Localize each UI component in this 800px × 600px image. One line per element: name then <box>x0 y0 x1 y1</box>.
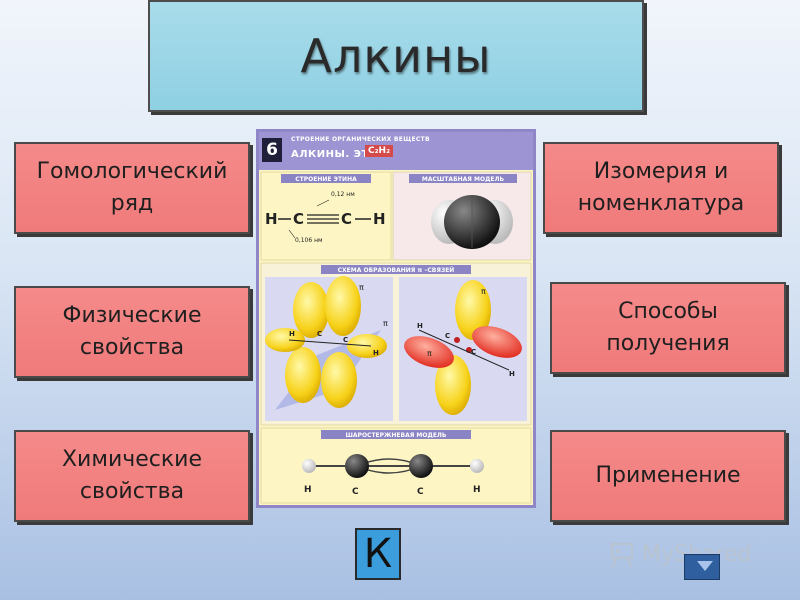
ball-and-stick-model: H C C H <box>302 454 484 497</box>
pi-bond-orbital-diagram-right: H C C H π π <box>404 280 522 415</box>
svg-text:H: H <box>417 322 423 330</box>
poster-header: 6 СТРОЕНИЕ ОРГАНИЧЕСКИХ ВЕЩЕСТВ АЛКИНЫ. … <box>259 132 533 170</box>
poster-number: 6 <box>262 138 282 162</box>
contents-button[interactable]: К <box>355 528 401 580</box>
svg-text:C: C <box>352 487 359 497</box>
svg-text:H: H <box>304 485 312 495</box>
next-slide-button[interactable] <box>684 554 720 580</box>
physical-properties-label: Физические свойства <box>62 303 202 360</box>
physical-properties-button[interactable]: Физические свойства <box>14 286 250 378</box>
poster-illustrations: СТРОЕНИЕ ЭТИНА МАСШТАБНАЯ МОДЕЛЬ СХЕМА О… <box>260 171 532 504</box>
homologous-series-label: Гомологический ряд <box>36 159 228 216</box>
section-ball-stick-label: ШАРОСТЕРЖНЕВАЯ МОДЕЛЬ <box>345 432 446 439</box>
poster-header-small: СТРОЕНИЕ ОРГАНИЧЕСКИХ ВЕЩЕСТВ <box>291 136 430 143</box>
svg-text:H: H <box>373 210 386 228</box>
section-structure-label: СТРОЕНИЕ ЭТИНА <box>295 176 357 183</box>
svg-text:0,106 нм: 0,106 нм <box>295 237 323 244</box>
svg-text:C: C <box>471 348 476 356</box>
production-methods-button[interactable]: Способы получения <box>550 282 786 374</box>
svg-text:C: C <box>317 330 322 338</box>
svg-text:π: π <box>427 349 432 358</box>
svg-text:π: π <box>383 319 388 328</box>
svg-text:π: π <box>481 287 486 296</box>
slide-title: Алкины <box>300 29 492 83</box>
svg-text:C: C <box>293 210 304 228</box>
isomerism-nomenclature-label: Изомерия и номенклатура <box>577 159 745 216</box>
section-scale-model-label: МАСШТАБНАЯ МОДЕЛЬ <box>422 176 505 183</box>
svg-text:π: π <box>359 283 364 292</box>
svg-text:0,12 нм: 0,12 нм <box>331 191 355 198</box>
contents-button-label: К <box>363 531 393 577</box>
chemical-properties-button[interactable]: Химические свойства <box>14 430 250 522</box>
homologous-series-button[interactable]: Гомологический ряд <box>14 142 250 234</box>
production-methods-label: Способы получения <box>606 299 730 356</box>
svg-text:C: C <box>445 332 450 340</box>
svg-text:H: H <box>265 210 278 228</box>
poster-header-main: АЛКИНЫ. ЭТИН <box>291 149 387 160</box>
application-button[interactable]: Применение <box>550 430 786 522</box>
scale-model <box>431 195 513 249</box>
svg-text:H: H <box>509 370 515 378</box>
svg-text:C: C <box>417 487 424 497</box>
chemical-properties-label: Химические свойства <box>61 447 202 504</box>
ethyne-structure-poster: 6 СТРОЕНИЕ ОРГАНИЧЕСКИХ ВЕЩЕСТВ АЛКИНЫ. … <box>256 129 536 508</box>
watermark: MyShared <box>608 538 751 570</box>
slide-title-box: Алкины <box>148 0 644 112</box>
presentation-board-icon <box>611 543 633 568</box>
svg-text:C: C <box>341 210 352 228</box>
svg-text:H: H <box>289 330 295 338</box>
svg-text:H: H <box>373 349 379 357</box>
poster-formula: C₂H₂ <box>365 145 394 157</box>
svg-text:C: C <box>343 336 348 344</box>
pi-bond-orbital-diagram-left: H C C H π π <box>265 276 388 410</box>
structural-formula: H C C H 0,12 нм 0,106 нм <box>265 191 386 244</box>
isomerism-nomenclature-button[interactable]: Изомерия и номенклатура <box>543 142 779 234</box>
application-label: Применение <box>595 463 741 488</box>
svg-text:H: H <box>473 485 481 495</box>
section-pi-bonds-label: СХЕМА ОБРАЗОВАНИЯ π –СВЯЗЕЙ <box>338 266 455 274</box>
